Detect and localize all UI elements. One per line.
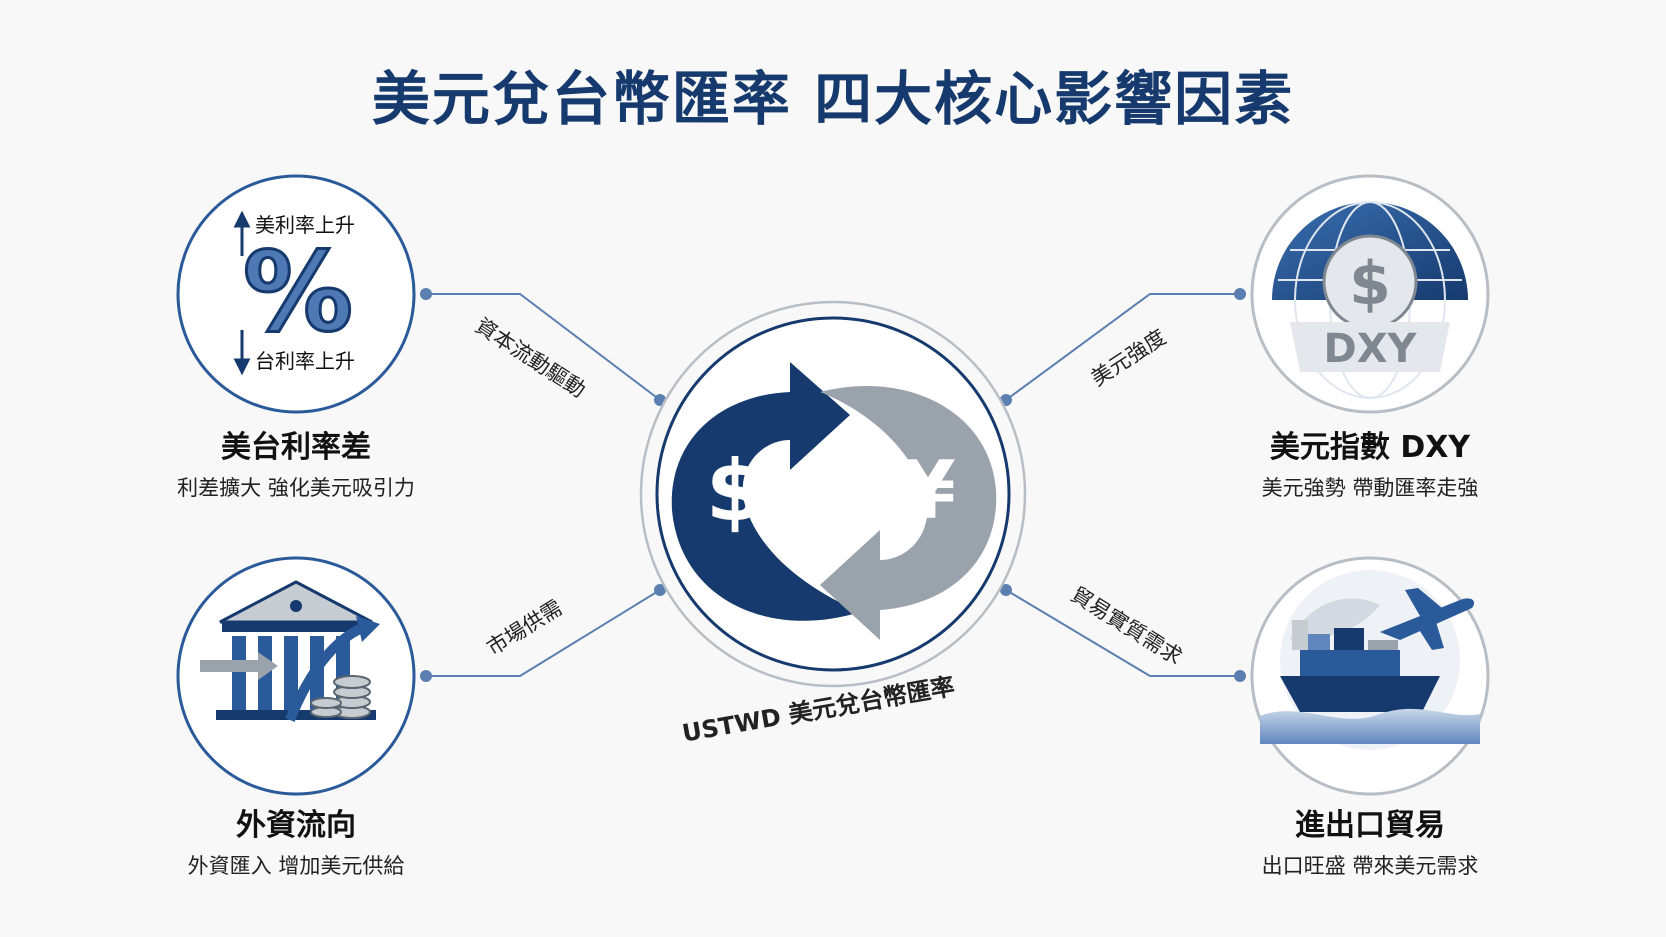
rate-diff-node: % 美利率上升 台利率上升 [176, 174, 416, 414]
dxy-node: $ DXY [1250, 174, 1490, 414]
connector-rate-diff [420, 288, 666, 406]
foreign-capital-node [176, 556, 416, 796]
dxy-title: 美元指數 DXY [1269, 430, 1471, 465]
dxy-desc: 美元強勢 帶動匯率走強 [1261, 476, 1479, 500]
ship-plane-icon [1260, 570, 1480, 750]
trade-desc: 出口旺盛 帶來美元需求 [1261, 854, 1479, 878]
dollar-arrow-icon [671, 362, 860, 621]
rate-up-tw-label: 台利率上升 [255, 349, 355, 373]
yen-symbol: ¥ [900, 444, 956, 537]
foreign-capital-title: 外資流向 [236, 808, 356, 843]
percent-icon: % [243, 228, 353, 356]
rate-diff-title: 美台利率差 [221, 430, 371, 465]
connector-trade [1000, 584, 1246, 682]
rate-diff-desc: 利差擴大 強化美元吸引力 [177, 476, 415, 500]
arrow-up-icon [233, 210, 251, 256]
foreign-capital-desc: 外資匯入 增加美元供給 [187, 854, 405, 878]
rate-up-us-label: 美利率上升 [255, 213, 355, 237]
connector-foreign-capital [420, 584, 666, 682]
dxy-dollar-symbol: $ [1349, 249, 1391, 319]
page-title: 美元兌台幣匯率 四大核心影響因素 [371, 65, 1295, 133]
plane-icon [1380, 588, 1475, 650]
yen-arrow-icon [820, 386, 997, 640]
globe-dollar-icon: $ DXY [1272, 201, 1468, 399]
arrow-down-icon [233, 330, 251, 376]
trade-node [1250, 556, 1490, 796]
dollar-symbol: $ [706, 442, 764, 540]
trade-title: 進出口貿易 [1295, 808, 1445, 843]
dxy-label: DXY [1323, 326, 1417, 372]
center-hub: $ ¥ [639, 300, 1027, 688]
inflow-arrow-icon [200, 616, 380, 722]
coins-icon [310, 675, 371, 719]
